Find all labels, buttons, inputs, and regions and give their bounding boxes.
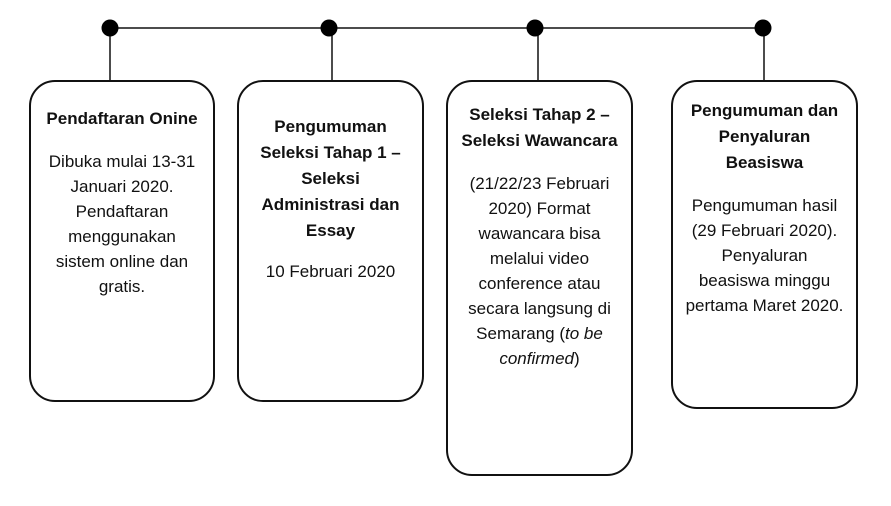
milestone-description-italic: to be confirmed xyxy=(499,324,603,368)
milestone-title: Pengumuman dan Penyaluran Beasiswa xyxy=(690,101,839,172)
milestone-title: Pendaftaran Onine xyxy=(46,109,198,128)
milestone-date: 10 Februari 2020 xyxy=(265,262,396,281)
timeline-dot-3 xyxy=(526,19,544,37)
milestone-card-registration: Pendaftaran Onine Dibuka mulai 13-31 Jan… xyxy=(29,80,215,402)
milestone-card-final-announcement: Pengumuman dan Penyaluran Beasiswa Pengu… xyxy=(671,80,858,409)
timeline-dot-2 xyxy=(320,19,338,37)
milestone-title: Seleksi Tahap 2 – Seleksi Wawancara xyxy=(461,105,618,150)
milestone-description: (21/22/23 Februari 2020) Format wawancar… xyxy=(460,171,619,371)
timeline-dot-4 xyxy=(754,19,772,37)
milestone-description: Pengumuman hasil (29 Februari 2020). Pen… xyxy=(685,196,844,315)
milestone-description-main: (21/22/23 Februari 2020) Format wawancar… xyxy=(468,174,611,343)
milestone-description-end: ) xyxy=(573,349,580,368)
milestone-title: Pengumuman Seleksi Tahap 1 – Seleksi Adm… xyxy=(260,117,401,240)
milestone-description: Dibuka mulai 13-31 Januari 2020. Pendaft… xyxy=(48,152,196,296)
milestone-card-interview: Seleksi Tahap 2 – Seleksi Wawancara (21/… xyxy=(446,80,633,476)
timeline-dot-1 xyxy=(101,19,119,37)
milestone-card-stage1-announcement: Pengumuman Seleksi Tahap 1 – Seleksi Adm… xyxy=(237,80,424,402)
